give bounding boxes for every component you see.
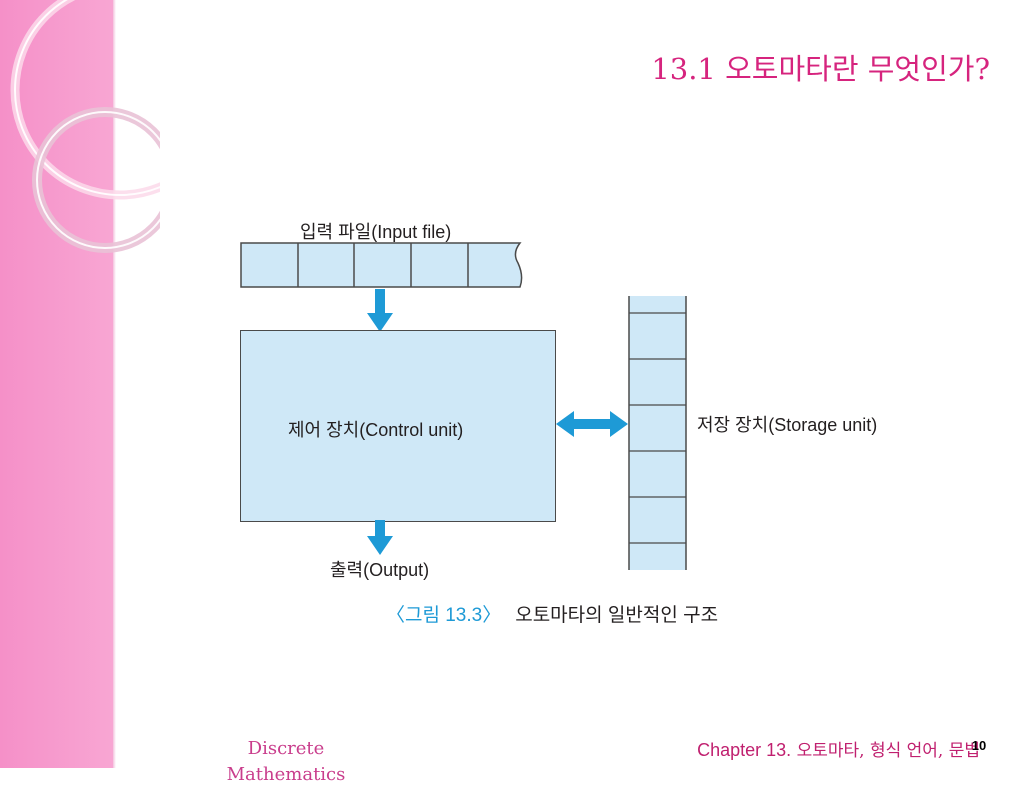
arrow-down-output-icon	[367, 520, 393, 555]
footer-course-name: Discrete Mathematics	[226, 738, 346, 785]
input-tape	[240, 242, 523, 288]
storage-fill	[629, 296, 686, 570]
figure-caption-text: 오토마타의 일반적인 구조	[515, 605, 719, 626]
input-tape-shape	[240, 242, 523, 288]
slide-title: 13.1 오토마타란 무엇인가?	[651, 52, 990, 86]
ring-large-highlight	[14, 0, 160, 196]
arrow-shape	[367, 289, 393, 332]
decorative-rings	[10, 0, 160, 253]
figure-number: 〈그림 13.3〉	[386, 605, 502, 626]
input-file-label: 입력 파일(Input file)	[300, 222, 452, 242]
footer-chapter-prefix: Chapter 13.	[697, 740, 792, 760]
footer-chapter: Chapter 13. 오토마타, 형식 언어, 문법	[560, 736, 980, 761]
storage-stack	[628, 296, 687, 570]
control-unit-box	[240, 330, 556, 522]
sidebar-edge	[113, 0, 116, 768]
footer-chapter-text: 오토마타, 형식 언어, 문법	[791, 741, 980, 761]
arrow-shape	[556, 411, 628, 437]
ring-small-highlight	[36, 111, 160, 249]
output-label: 출력(Output)	[330, 560, 430, 580]
arrow-down-input-icon	[367, 289, 393, 332]
page-number: 10	[971, 738, 987, 753]
storage-unit-label: 저장 장치(Storage unit)	[697, 415, 878, 435]
arrow-shape	[367, 520, 393, 555]
double-arrow-icon	[556, 411, 628, 437]
figure-caption: 〈그림 13.3〉 오토마타의 일반적인 구조	[386, 600, 718, 627]
control-unit-label: 제어 장치(Control unit)	[288, 420, 464, 440]
